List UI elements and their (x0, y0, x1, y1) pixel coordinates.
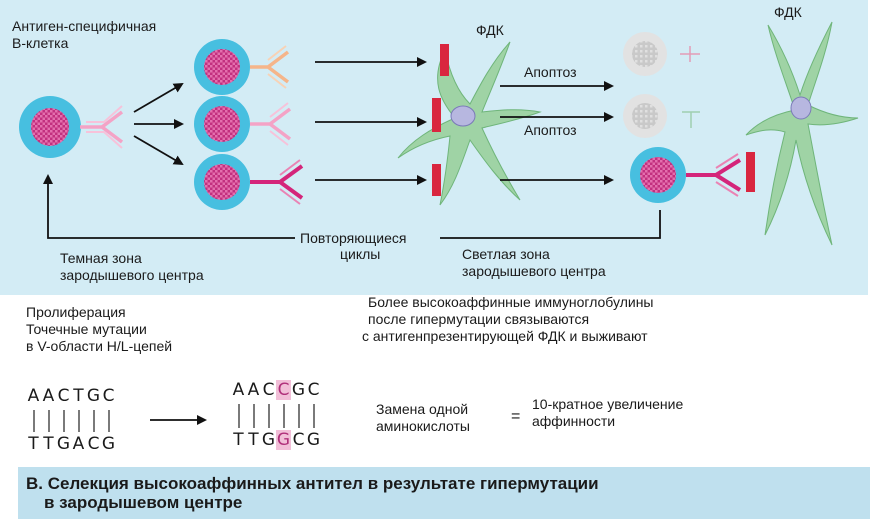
dark-zone-label-line2: зародышевого центра (60, 267, 204, 283)
caption-line2: в зародышевом центре (44, 493, 243, 512)
surviving-b-cell (630, 147, 755, 203)
mutated-base-top: C (276, 380, 291, 400)
arrows-to-outcomes (500, 81, 614, 185)
apoptotic-cell-2 (623, 94, 700, 138)
fdc-left (397, 41, 542, 206)
dna-original-pairs (33, 410, 110, 432)
result-label: 10-кратное увеличение (532, 396, 684, 412)
substitution-label: Замена одной (376, 401, 469, 417)
caption-bar (18, 467, 870, 519)
affinity-label-line3: с антигенпрезентирующей ФДК и выживают (362, 328, 648, 344)
point-mutations-label: Точечные мутации (26, 321, 147, 337)
initial-b-cell (19, 96, 124, 158)
substitution-label-line2: аминокислоты (376, 418, 470, 434)
repeat-cycles-label: Повторяющиеся (300, 230, 407, 246)
apoptosis-label-1: Апоптоз (524, 64, 577, 80)
mutated-base-bottom: G (276, 430, 291, 450)
arrows-to-fdc (315, 57, 427, 185)
light-zone-label: Светлая зона (462, 246, 550, 262)
fdc-right-label: ФДК (774, 4, 802, 20)
antigen-cell-label-line2: В-клетка (12, 35, 69, 51)
light-zone-label-line2: зародышевого центра (462, 263, 606, 279)
repeat-cycles-label-line2: циклы (340, 246, 381, 262)
b-cell-clone-2 (194, 96, 292, 152)
equals-sign: = (511, 408, 521, 425)
proliferation-label: Пролиферация (26, 304, 126, 320)
v-region-label: в V-области H/L-цепей (26, 338, 173, 354)
fdc-right (745, 21, 859, 246)
result-label-line2: аффинности (532, 413, 616, 429)
proliferation-arrows (133, 82, 184, 166)
affinity-label-line1: Более высокоаффинные иммуноглобулины (368, 294, 654, 310)
antigen-cell-label: Антиген-специфичная (12, 18, 157, 34)
figure-caption: B. Селекция высокоаффинных антител в рез… (26, 474, 599, 512)
apoptotic-cell-1 (623, 32, 700, 76)
b-cell-clone-3 (194, 154, 304, 210)
repeat-cycle-loop (48, 176, 661, 239)
dark-zone-label: Темная зона (60, 250, 142, 266)
b-cell-clone-1 (194, 39, 290, 95)
germinal-center-panel (0, 0, 868, 295)
caption-line1: B. Селекция высокоаффинных антител в рез… (26, 474, 599, 493)
apoptosis-label-2: Апоптоз (524, 122, 577, 138)
affinity-label-line2: после гипермутации связываются (368, 311, 590, 327)
fdc-left-label: ФДК (476, 22, 504, 38)
dna-mutated-pairs (238, 404, 315, 428)
